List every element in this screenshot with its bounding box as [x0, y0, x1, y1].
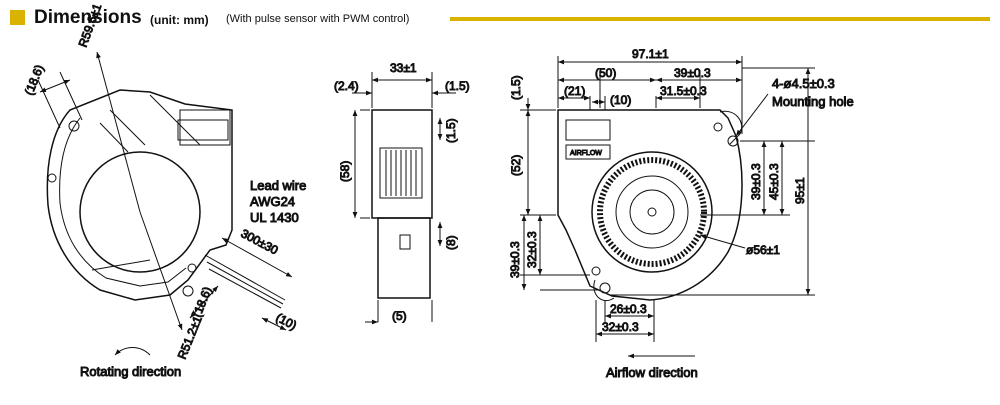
- front-top-ext: [557, 56, 743, 134]
- v39-left-label: 39±0.3: [508, 241, 522, 278]
- d15-label: (1.5): [509, 75, 523, 100]
- h32-label: 32±0.3: [602, 320, 639, 334]
- header-rule: [450, 17, 990, 21]
- end-ext-lines: [360, 72, 433, 322]
- hole-spec-label: 4-ø4.5±0.3: [772, 76, 835, 91]
- r512-leader: [139, 211, 183, 331]
- airflow-direction-label: Airflow direction: [606, 365, 698, 380]
- v95-label: 95±1: [793, 177, 807, 204]
- lead-wire-gauge: AWG24: [250, 194, 295, 209]
- r596-leader: [96, 51, 141, 213]
- end-width-label: 33±1: [390, 61, 417, 75]
- vane-4: [91, 259, 151, 271]
- v32-left-label: 32±0.3: [525, 231, 539, 268]
- end-right-small-label: (1.5): [444, 118, 458, 143]
- r596-label: R59.6±1: [76, 1, 105, 49]
- top-flange: [179, 109, 231, 146]
- front-hole-bottom: [591, 266, 601, 276]
- wire-length-label: 300±30: [239, 226, 281, 257]
- h26-label: 26±0.3: [610, 302, 647, 316]
- end-right-label: (1.5): [445, 79, 470, 93]
- end-left-label: (2.4): [334, 79, 359, 93]
- lead-wire-label: Lead wire: [250, 178, 306, 193]
- d186-bottom-dim: [189, 285, 219, 319]
- d50-label: (50): [595, 66, 616, 80]
- end-fins: [385, 150, 417, 196]
- d10-label: (10): [610, 93, 631, 107]
- mounting-hole-leader: [735, 93, 769, 137]
- front-impeller-outer: [591, 151, 713, 273]
- end-view: [352, 72, 456, 325]
- label-plate: [177, 119, 229, 141]
- mounting-hole-top: [68, 120, 80, 132]
- vane-1: [109, 109, 146, 146]
- d186-top-label: (18.6): [22, 63, 47, 97]
- v45-label: 45±0.3: [767, 163, 781, 200]
- rotating-arrow: [114, 347, 151, 356]
- d21-label: (21): [564, 84, 585, 98]
- end-foot-label: (5): [392, 309, 407, 323]
- front-hub-hole: [647, 207, 657, 217]
- mounting-hole-left: [47, 173, 57, 183]
- impeller-outline: [79, 151, 201, 273]
- front-hole-top-2: [713, 122, 723, 132]
- lead-wire-1: [204, 254, 286, 301]
- rotating-direction-label: Rotating direction: [80, 364, 181, 379]
- airflow-sticker: [565, 144, 611, 160]
- overall-width-label: 97.1±1: [632, 47, 669, 61]
- end-height-label: (58): [338, 161, 352, 182]
- side-view: [37, 51, 293, 356]
- housing-inner-outline: [59, 117, 187, 287]
- lead-wire-3: [208, 268, 282, 309]
- r512-label: R51.2±1: [175, 314, 205, 362]
- lead-wire-2: [206, 261, 284, 305]
- d315-label: 31.5±0.3: [660, 84, 707, 98]
- page-title: Dimensions: [34, 7, 142, 28]
- front-hole-top: [727, 135, 739, 147]
- end-body-bottom: [377, 217, 431, 299]
- strip-dim: [261, 317, 287, 331]
- front-hole-bottom-2: [599, 282, 611, 294]
- front-label: [565, 119, 611, 141]
- front-right-ext: [610, 140, 815, 296]
- strip-label: (10): [274, 310, 299, 332]
- mounting-hole-label: Mounting hole: [772, 94, 854, 109]
- d52-label: (52): [509, 155, 523, 176]
- header-accent-square: [10, 10, 25, 25]
- front-hub: [615, 175, 689, 249]
- front-hub-inner: [629, 189, 675, 235]
- lead-wire-standard: UL 1430: [250, 210, 299, 225]
- header: Dimensions (unit: mm) (With pulse sensor…: [0, 0, 1000, 34]
- vane-2: [99, 122, 129, 153]
- end-body-top: [371, 109, 433, 219]
- v39-label: 39±0.3: [749, 163, 763, 200]
- dia56-label: ø56±1: [746, 243, 780, 257]
- airflow-sticker-label: AIRFLOW: [570, 150, 602, 157]
- front-ear-bottom: [593, 279, 615, 302]
- d186-top-ext: [37, 71, 83, 129]
- front-ear-right: [719, 110, 743, 145]
- mounting-hole-bottom-2: [187, 263, 197, 273]
- end-bottom-label: (8): [444, 235, 458, 250]
- wire-length-dim: [221, 237, 293, 278]
- front-impeller-blades: [597, 157, 707, 267]
- d39-label: 39±0.3: [674, 66, 711, 80]
- variant-note: (With pulse sensor with PWM control): [226, 13, 410, 25]
- end-outlet: [379, 147, 423, 199]
- dia56-leader: [699, 234, 746, 249]
- mounting-hole-bottom: [182, 285, 194, 297]
- end-connector: [399, 234, 411, 250]
- d186-top-dim: [39, 79, 71, 93]
- d186-bottom-label: (18.6): [190, 285, 215, 319]
- front-view: [520, 56, 815, 359]
- vane-3: [149, 94, 201, 146]
- unit-label: (unit: mm): [150, 13, 209, 27]
- front-housing: [557, 109, 743, 301]
